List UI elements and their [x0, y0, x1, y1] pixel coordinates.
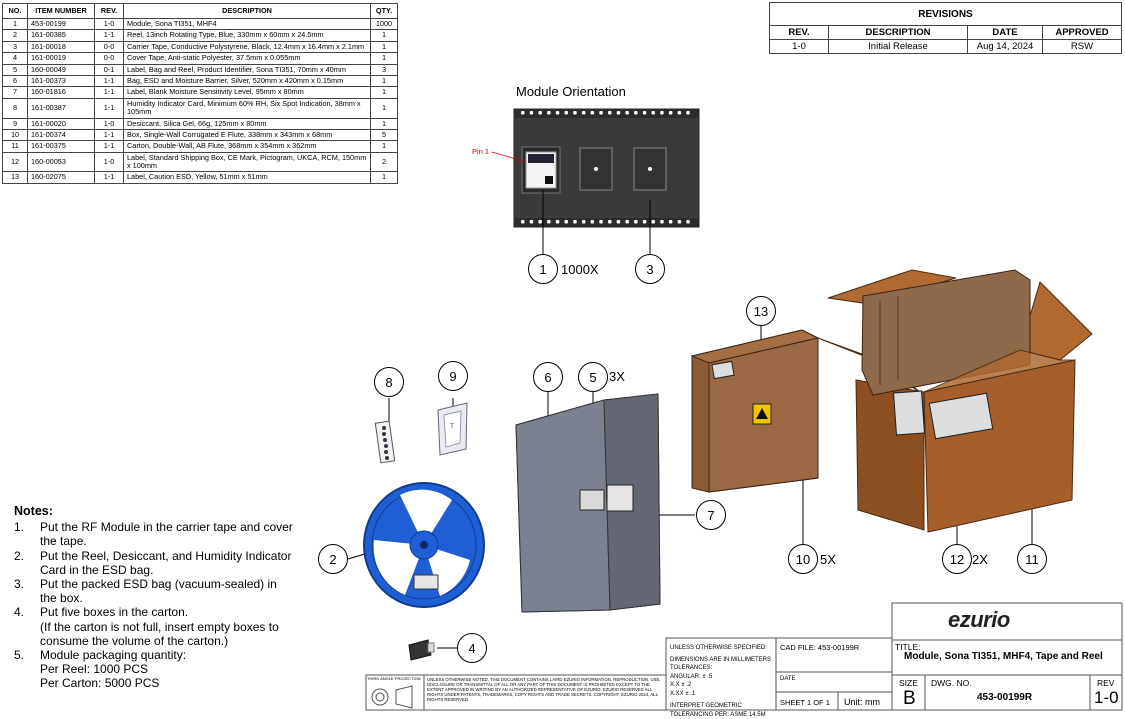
note-text: Module packaging quantity: — [40, 648, 296, 662]
carrier-tape — [514, 109, 699, 227]
note-text: Put the packed ESD bag (vacuum-sealed) i… — [40, 577, 296, 605]
notes-title: Notes: — [14, 504, 296, 518]
notes-section: Notes: 1.Put the RF Module in the carrie… — [14, 504, 296, 691]
single-box — [692, 330, 818, 492]
notes-list: 1.Put the RF Module in the carrier tape … — [14, 520, 296, 690]
projection-label: THIRD ANGLE PROJECTION — [367, 676, 421, 681]
note-item: 3.Put the packed ESD bag (vacuum-sealed)… — [14, 577, 296, 605]
shipping-carton — [818, 270, 1092, 532]
date-label: DATE — [780, 676, 796, 682]
note-item: 4.Put five boxes in the carton. — [14, 605, 296, 619]
ezurio-logo: ezurio — [948, 607, 1010, 633]
balloon-10: 10 — [788, 544, 818, 574]
balloon-11: 11 — [1017, 544, 1047, 574]
note-text: Put the RF Module in the carrier tape an… — [40, 520, 296, 548]
qty-1000x: 1000X — [561, 262, 599, 277]
balloon-5: 5 — [578, 362, 608, 392]
unit: Unit: mm — [844, 697, 880, 707]
note-text: Put five boxes in the carton. — [40, 605, 296, 619]
balloon-13: 13 — [746, 296, 776, 326]
drawing-title: Module, Sona TI351, MHF4, Tape and Reel — [904, 651, 1103, 662]
note-text: Per Carton: 5000 PCS — [40, 676, 296, 690]
dwg-no-label: DWG. NO. — [931, 678, 972, 688]
sheet-number: SHEET 1 OF 1 — [780, 698, 830, 707]
cad-file: CAD FILE: 453-00199R — [780, 643, 859, 652]
note-number — [14, 676, 40, 690]
carton-label-side — [894, 391, 925, 435]
msl-label — [607, 485, 633, 511]
note-number: 4. — [14, 605, 40, 619]
balloon-6: 6 — [533, 362, 563, 392]
note-text: (If the carton is not full, insert empty… — [40, 620, 296, 648]
note-number: 5. — [14, 648, 40, 662]
rev-label: REV — [1097, 678, 1114, 688]
balloon-12: 12 — [942, 544, 972, 574]
desiccant-pack: T — [438, 403, 467, 455]
xxx-tol: X.XX ± .1 — [670, 690, 774, 699]
tolerance-block: UNLESS OTHERWISE SPECIFIED: DIMENSIONS A… — [670, 644, 774, 719]
rev-value: 1-0 — [1094, 688, 1119, 708]
note-number — [14, 662, 40, 676]
note-number — [14, 620, 40, 648]
note-number: 3. — [14, 577, 40, 605]
xx-tol: X.X ± .2 — [670, 681, 774, 690]
interpret-text: INTERPRET GEOMETRIC — [670, 702, 774, 711]
humidity-indicator-card — [375, 421, 394, 463]
note-number: 1. — [14, 520, 40, 548]
balloon-2: 2 — [318, 544, 348, 574]
legal-notice: UNLESS OTHERWISE NOTED, THIS DOCUMENT CO… — [427, 677, 663, 702]
qty-mark-item10: 5X — [820, 552, 836, 567]
module-orientation-title: Module Orientation — [516, 84, 626, 99]
note-item: (If the carton is not full, insert empty… — [14, 620, 296, 648]
balloon-3: 3 — [635, 254, 665, 284]
note-number: 2. — [14, 549, 40, 577]
tolerances-text: TOLERANCES: — [670, 664, 774, 673]
size-label: SIZE — [899, 678, 918, 688]
balloon-4: 4 — [457, 633, 487, 663]
balloon-7: 7 — [696, 500, 726, 530]
balloon-9: 9 — [438, 361, 468, 391]
bag-label — [580, 490, 604, 510]
svg-text:T: T — [450, 424, 454, 430]
size-value: B — [903, 688, 916, 710]
note-text: Per Reel: 1000 PCS — [40, 662, 296, 676]
note-text: Put the Reel, Desiccant, and Humidity In… — [40, 549, 296, 577]
balloon-8: 8 — [374, 367, 404, 397]
note-item: 1.Put the RF Module in the carrier tape … — [14, 520, 296, 548]
balloon-1: 1 — [528, 254, 558, 284]
note-item: Per Reel: 1000 PCS — [14, 662, 296, 676]
qty-mark-item5: 3X — [609, 369, 625, 384]
pin1-label: Pin 1 — [472, 147, 489, 156]
angular-tol: ANGULAR: ± .5 — [670, 673, 774, 682]
esd-bag — [516, 394, 660, 612]
reel — [364, 483, 484, 607]
unless-text: UNLESS OTHERWISE SPECIFIED: — [670, 644, 774, 653]
qty-mark-item12: 2X — [972, 552, 988, 567]
note-item: 5.Module packaging quantity: — [14, 648, 296, 662]
note-item: 2.Put the Reel, Desiccant, and Humidity … — [14, 549, 296, 577]
note-item: Per Carton: 5000 PCS — [14, 676, 296, 690]
dwg-no: 453-00199R — [977, 692, 1032, 703]
dims-text: DIMENSIONS ARE IN MILLIMETERS — [670, 656, 774, 665]
cover-tape — [409, 640, 434, 660]
